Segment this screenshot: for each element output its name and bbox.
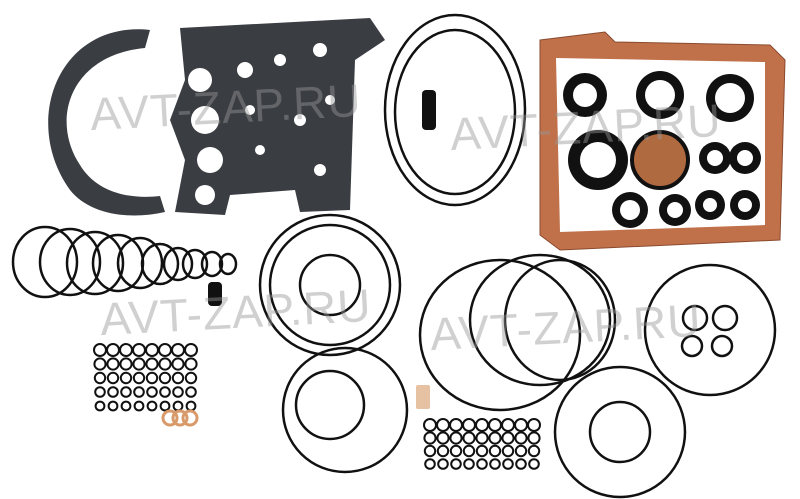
small-o-ring [107, 400, 119, 412]
small-o-ring [502, 458, 514, 470]
small-o-ring [424, 458, 436, 470]
o-ring [393, 28, 517, 196]
small-o-ring [476, 458, 488, 470]
small-o-ring [527, 431, 541, 445]
small-o-ring [488, 444, 502, 458]
small-o-ring [93, 357, 107, 371]
small-o-ring [145, 357, 159, 371]
small-o-ring [475, 444, 489, 458]
small-o-ring [488, 431, 502, 445]
small-o-ring [185, 400, 197, 412]
small-o-ring [527, 418, 541, 432]
small-o-ring [93, 343, 107, 357]
small-o-ring [527, 444, 541, 458]
small-o-ring [184, 343, 198, 357]
small-o-ring [501, 431, 515, 445]
small-o-ring [132, 357, 146, 371]
small-o-ring [514, 418, 528, 432]
small-o-ring [146, 400, 158, 412]
small-o-ring [501, 444, 515, 458]
small-o-ring [132, 371, 146, 385]
small-o-ring [463, 458, 475, 470]
small-o-ring [184, 357, 198, 371]
small-o-ring [171, 357, 185, 371]
small-o-ring [449, 418, 463, 432]
small-o-ring [172, 386, 184, 398]
small-o-ring [462, 431, 476, 445]
small-o-ring [528, 458, 540, 470]
small-o-ring [107, 386, 119, 398]
small-o-ring [94, 386, 106, 398]
small-o-ring [184, 371, 198, 385]
small-o-ring [171, 371, 185, 385]
small-o-ring [515, 458, 527, 470]
arc-gasket [48, 29, 165, 216]
small-o-ring [450, 458, 462, 470]
small-o-ring [171, 343, 185, 357]
small-o-ring [120, 400, 132, 412]
small-o-ring [133, 400, 145, 412]
small-o-ring [462, 444, 476, 458]
small-o-ring [119, 357, 133, 371]
small-o-ring [158, 357, 172, 371]
small-o-ring [106, 371, 120, 385]
rubber-sleeve [422, 90, 436, 130]
copper-clip [416, 385, 430, 409]
small-o-ring [119, 343, 133, 357]
piston-seal [630, 130, 690, 190]
small-o-ring [93, 371, 107, 385]
small-o-ring [514, 431, 528, 445]
small-o-ring [462, 418, 476, 432]
small-o-ring [159, 386, 171, 398]
small-o-ring [423, 444, 437, 458]
small-o-ring [132, 343, 146, 357]
small-o-ring [146, 386, 158, 398]
small-o-ring [423, 431, 437, 445]
small-o-ring [119, 371, 133, 385]
o-ring [383, 13, 527, 207]
copper-washers [161, 409, 199, 427]
rubber-plug [208, 282, 222, 306]
small-o-ring [449, 431, 463, 445]
small-o-ring [514, 444, 528, 458]
small-o-ring [436, 444, 450, 458]
valve-body-gasket [170, 18, 385, 215]
small-o-ring [158, 343, 172, 357]
small-o-ring [449, 444, 463, 458]
small-o-ring [172, 400, 184, 412]
small-o-ring [436, 418, 450, 432]
small-o-ring [159, 400, 171, 412]
small-o-ring [437, 458, 449, 470]
small-o-ring [106, 343, 120, 357]
small-o-ring [488, 418, 502, 432]
small-o-ring [120, 386, 132, 398]
small-o-ring [158, 371, 172, 385]
small-o-ring [475, 418, 489, 432]
small-o-ring [423, 418, 437, 432]
small-o-ring [94, 400, 106, 412]
small-o-ring [145, 371, 159, 385]
small-o-ring [489, 458, 501, 470]
small-o-ring [106, 357, 120, 371]
small-o-ring [475, 431, 489, 445]
small-o-ring [185, 386, 197, 398]
ring-row [11, 225, 238, 299]
small-o-ring [436, 431, 450, 445]
small-o-ring [145, 343, 159, 357]
small-o-ring [133, 386, 145, 398]
small-o-ring [501, 418, 515, 432]
